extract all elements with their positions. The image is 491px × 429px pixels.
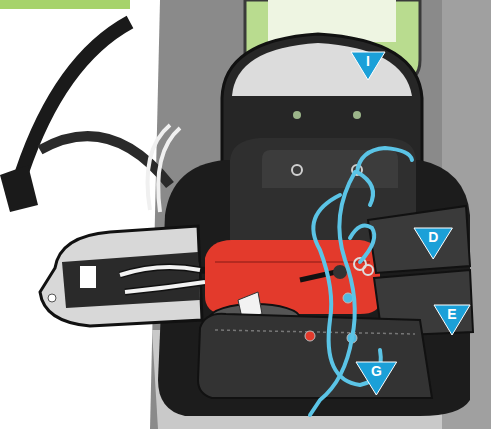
callout-triangle: I bbox=[351, 52, 385, 80]
callout-triangle: E bbox=[434, 305, 470, 335]
callout-letter: G bbox=[356, 362, 397, 378]
callout-triangle: D bbox=[414, 228, 452, 259]
callout-triangle: G bbox=[356, 362, 397, 395]
callout-letter: E bbox=[434, 305, 470, 321]
callout-letter: I bbox=[351, 52, 385, 68]
callout-letter: D bbox=[414, 228, 452, 244]
